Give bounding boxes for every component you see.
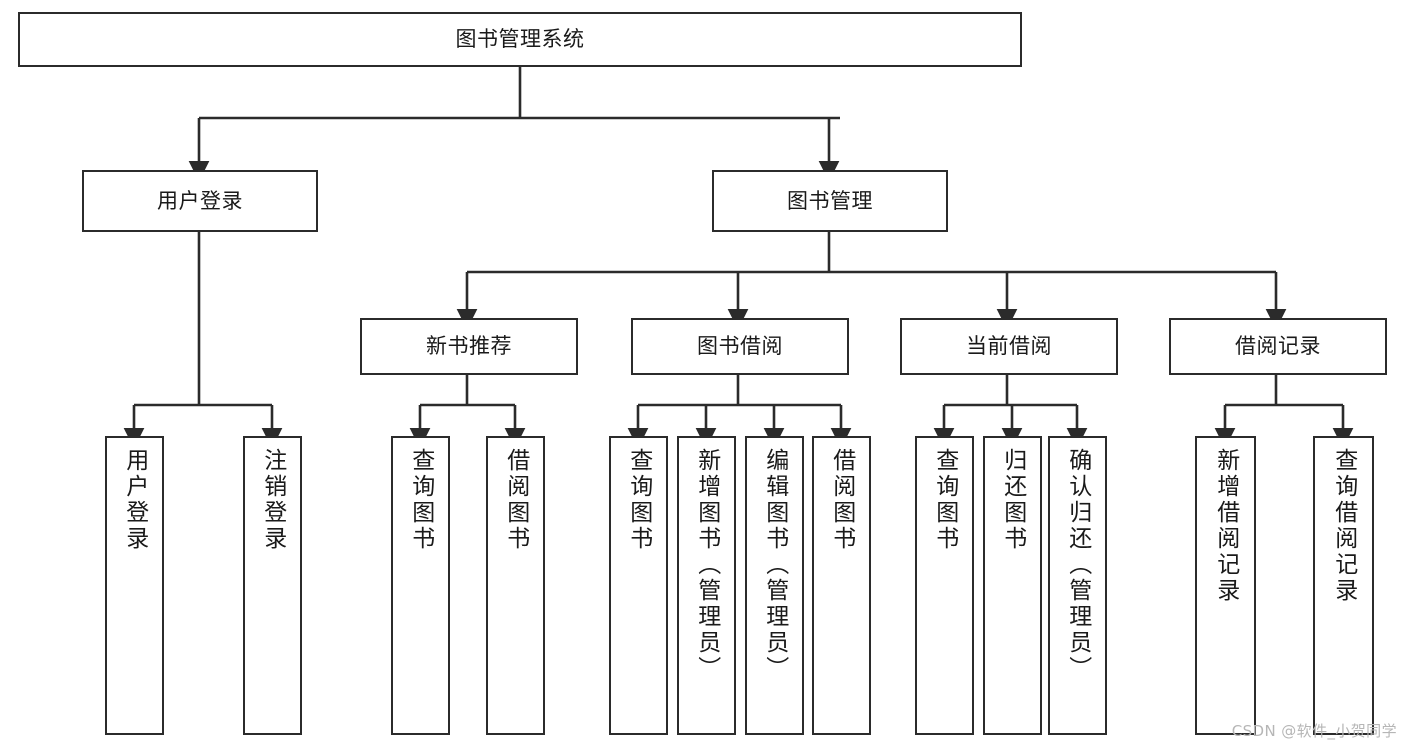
node-leaf-current-confirm-return[interactable]: 确认归还（管理员） (1048, 436, 1107, 735)
node-leaf-borrow-add-book-label: 新增图书（管理员） (693, 448, 720, 682)
node-user-login[interactable]: 用户登录 (82, 170, 318, 232)
node-leaf-record-query[interactable]: 查询借阅记录 (1313, 436, 1374, 735)
node-leaf-current-return[interactable]: 归还图书 (983, 436, 1042, 735)
node-leaf-borrow-edit-book-label: 编辑图书（管理员） (761, 448, 788, 682)
node-leaf-record-add-label: 新增借阅记录 (1212, 448, 1239, 604)
node-leaf-user-login-logout[interactable]: 注销登录 (243, 436, 302, 735)
node-leaf-user-login-login-label: 用户登录 (121, 448, 148, 552)
node-new-book-recommend-label: 新书推荐 (426, 334, 512, 359)
node-book-management[interactable]: 图书管理 (712, 170, 948, 232)
node-leaf-borrow-query-label: 查询图书 (625, 448, 652, 552)
node-user-login-label: 用户登录 (157, 188, 243, 213)
node-current-borrow-label: 当前借阅 (966, 334, 1052, 359)
node-leaf-user-login-login[interactable]: 用户登录 (105, 436, 164, 735)
node-leaf-current-query-label: 查询图书 (931, 448, 958, 552)
node-root[interactable]: 图书管理系统 (18, 12, 1022, 67)
node-borrow-record[interactable]: 借阅记录 (1169, 318, 1387, 375)
node-leaf-record-query-label: 查询借阅记录 (1330, 448, 1357, 604)
node-leaf-new-book-query[interactable]: 查询图书 (391, 436, 450, 735)
node-leaf-user-login-logout-label: 注销登录 (259, 448, 286, 552)
node-leaf-current-confirm-return-label: 确认归还（管理员） (1064, 448, 1091, 682)
node-leaf-borrow-borrow-book-label: 借阅图书 (828, 448, 855, 552)
node-leaf-borrow-borrow-book[interactable]: 借阅图书 (812, 436, 871, 735)
node-leaf-borrow-edit-book[interactable]: 编辑图书（管理员） (745, 436, 804, 735)
node-leaf-record-add[interactable]: 新增借阅记录 (1195, 436, 1256, 735)
node-book-borrow-label: 图书借阅 (697, 334, 783, 359)
node-leaf-borrow-query[interactable]: 查询图书 (609, 436, 668, 735)
node-leaf-new-book-borrow[interactable]: 借阅图书 (486, 436, 545, 735)
node-root-label: 图书管理系统 (455, 27, 585, 52)
node-leaf-current-return-label: 归还图书 (999, 448, 1026, 552)
node-book-management-label: 图书管理 (787, 188, 873, 213)
node-current-borrow[interactable]: 当前借阅 (900, 318, 1118, 375)
node-leaf-borrow-add-book[interactable]: 新增图书（管理员） (677, 436, 736, 735)
node-leaf-new-book-query-label: 查询图书 (407, 448, 434, 552)
node-leaf-new-book-borrow-label: 借阅图书 (502, 448, 529, 552)
node-book-borrow[interactable]: 图书借阅 (631, 318, 849, 375)
node-new-book-recommend[interactable]: 新书推荐 (360, 318, 578, 375)
node-borrow-record-label: 借阅记录 (1235, 334, 1321, 359)
node-leaf-current-query[interactable]: 查询图书 (915, 436, 974, 735)
